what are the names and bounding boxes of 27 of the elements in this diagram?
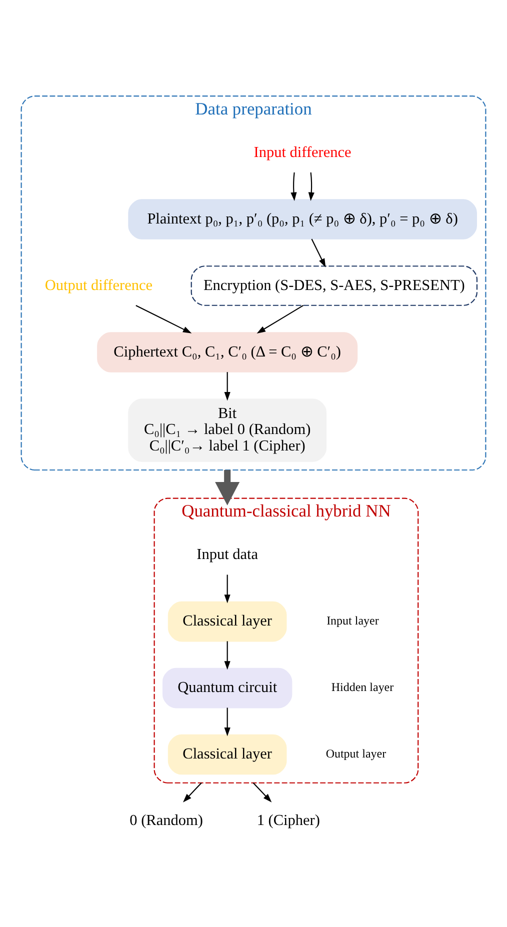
node-box: Encryption (S-DES, S-AES, S-PRESENT) — [190, 265, 478, 306]
node-box: Quantum circuit — [162, 667, 292, 708]
node-box: Classical layer — [168, 600, 287, 642]
node-text: Input data — [196, 546, 258, 563]
arrow — [252, 782, 272, 802]
node-box: Classical layer — [168, 734, 287, 774]
node-text: 0 (Random) — [130, 812, 203, 829]
arrow — [224, 372, 230, 400]
arrow — [224, 574, 230, 603]
node-box: Ciphertext C₀, C₁, C′₀ (Δ = C₀ ⊕ C′₀) — [97, 332, 358, 372]
arrow — [136, 304, 192, 333]
node-box: Bit C₀||C₁ → label 0 (Random) C₀||C′₀→ label 1 (Cipher) — [128, 398, 327, 462]
node-label: Output layer — [326, 746, 386, 760]
arrow — [224, 707, 230, 736]
node-label: Hidden layer — [331, 680, 394, 694]
node-box: Plaintext p₀, p₁, p′₀ (p₀, p₁ (≠ p₀ ⊕ δ), p′₀ = p₀ ⊕ δ) — [128, 198, 477, 239]
arrow — [224, 640, 230, 670]
arrow — [308, 172, 314, 201]
node-label: Input layer — [326, 613, 379, 628]
node-text: 1 (Cipher) — [256, 812, 320, 829]
arrow — [256, 304, 304, 333]
node-text: Input difference — [254, 143, 352, 160]
arrow — [183, 782, 202, 802]
arrow — [290, 172, 297, 201]
arrow — [215, 470, 240, 505]
arrow — [311, 238, 326, 267]
node-text: Output difference — [44, 276, 153, 294]
